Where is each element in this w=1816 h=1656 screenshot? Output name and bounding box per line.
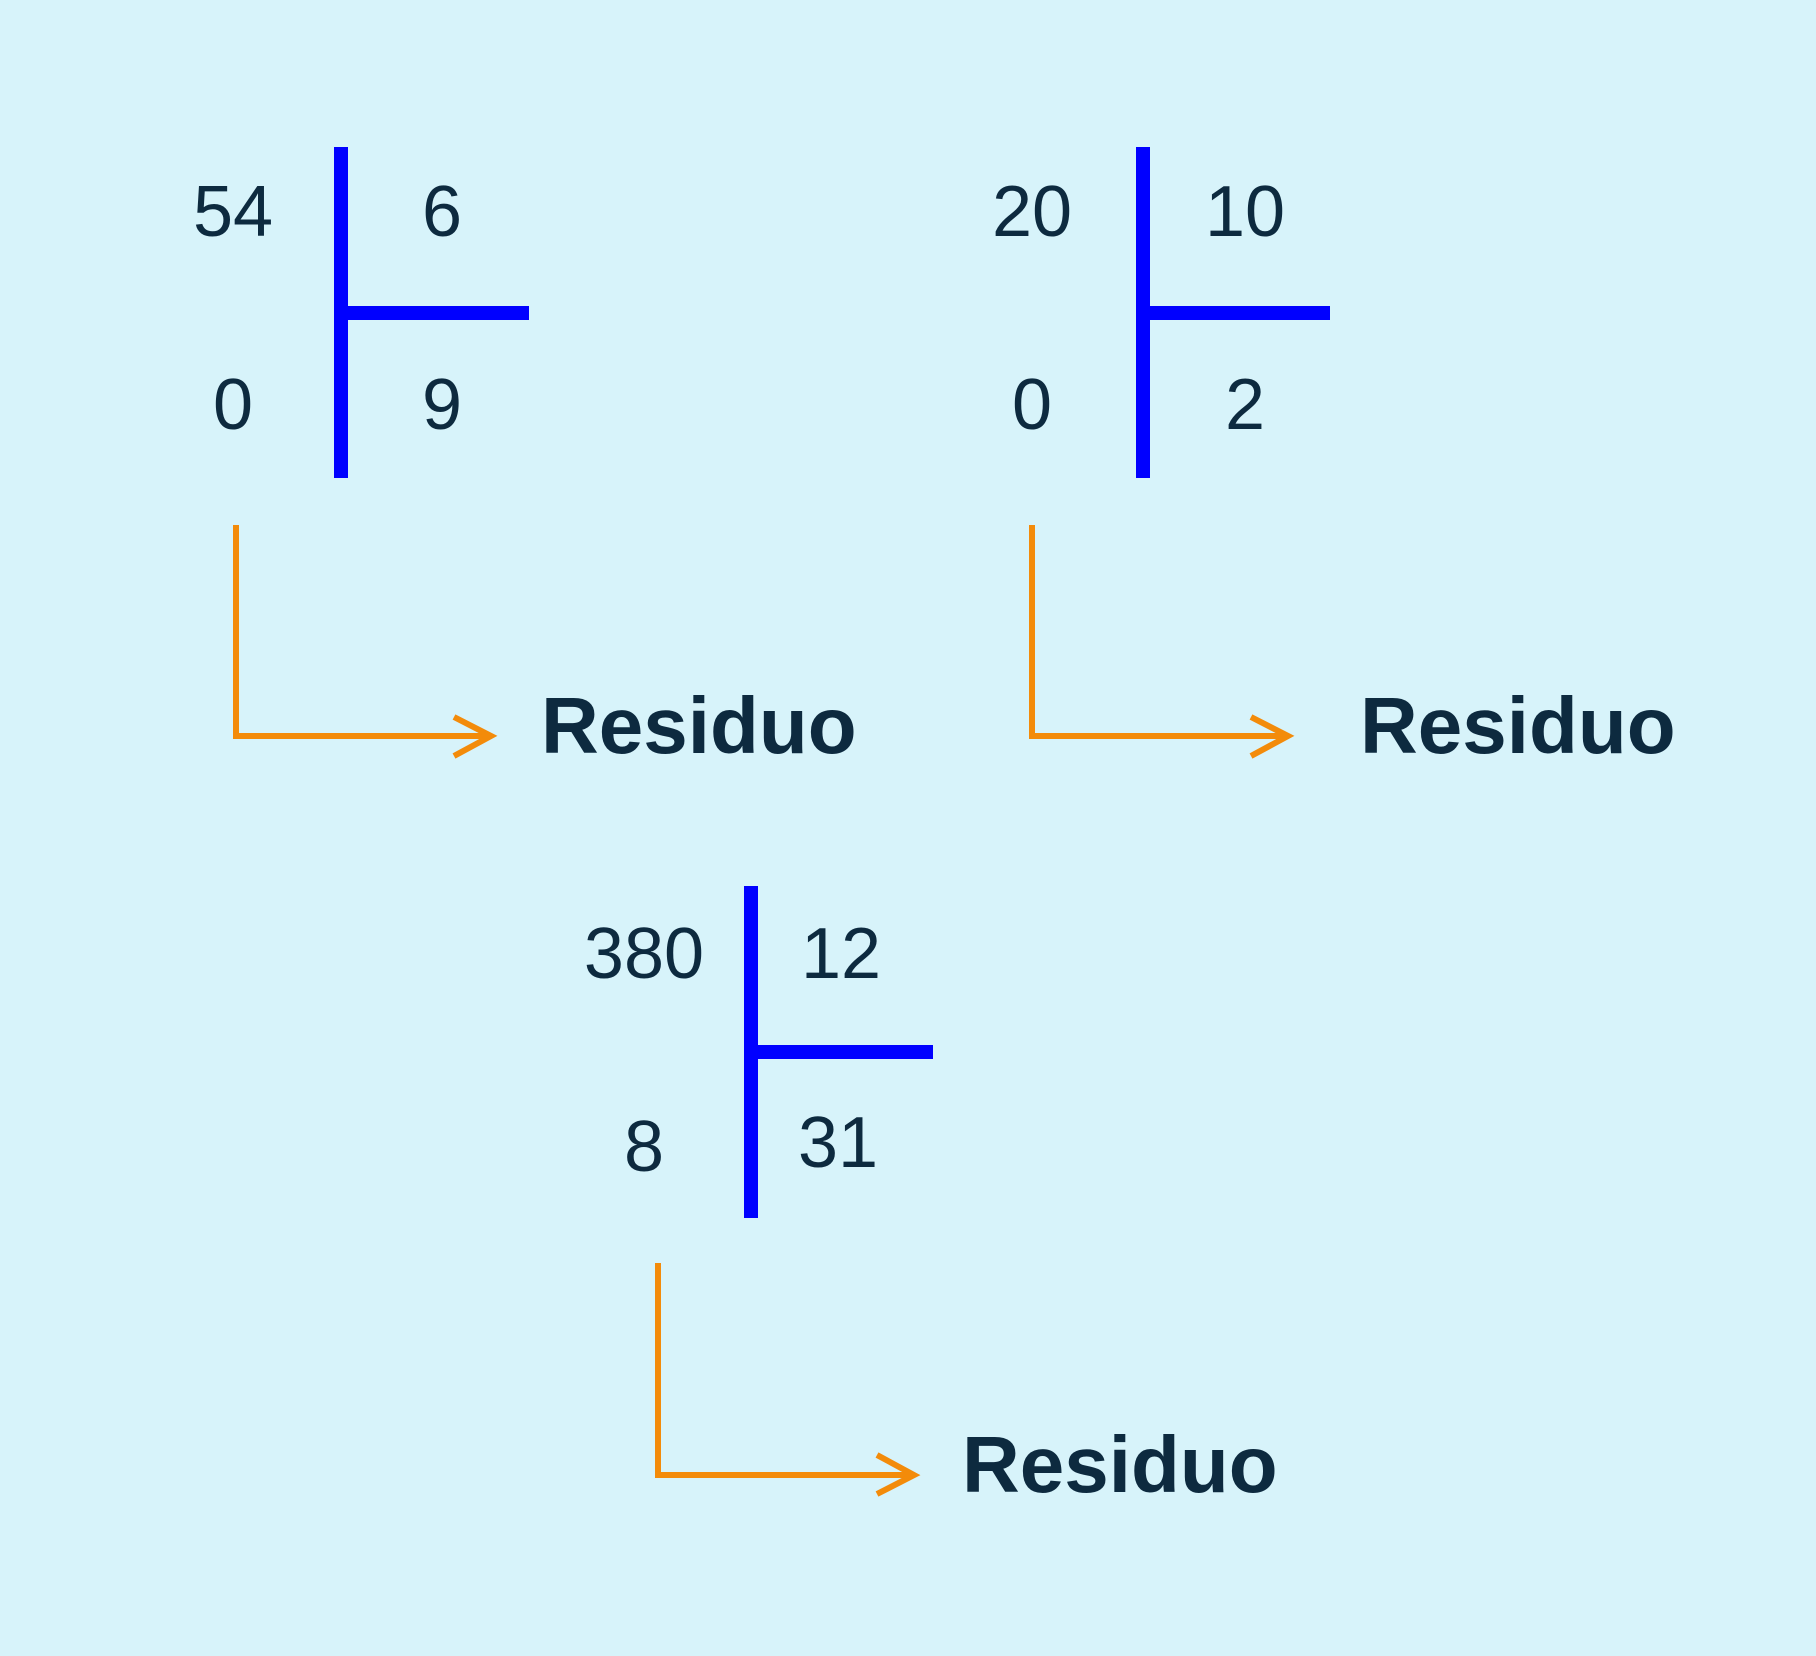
arrow-head: [452, 714, 498, 759]
arrow-line: [233, 525, 490, 739]
division-bracket-2: [1136, 147, 1330, 478]
division-bracket-1: [334, 147, 529, 478]
remainder: 8: [623, 1107, 665, 1187]
dividend: 20: [991, 172, 1073, 252]
quotient: 31: [797, 1103, 879, 1183]
arrow-head: [1249, 714, 1295, 759]
remainder-arrow-1: [233, 525, 498, 759]
quotient: 9: [421, 365, 463, 445]
remainder-arrow-2: [1029, 525, 1295, 759]
divisor: 12: [800, 914, 882, 994]
divisor: 10: [1204, 172, 1286, 252]
arrow-line: [655, 1263, 913, 1478]
remainder-label: Residuo: [962, 1420, 1278, 1509]
division-bracket-3: [744, 886, 933, 1218]
divisor: 6: [421, 172, 463, 252]
remainder-label: Residuo: [541, 681, 857, 770]
dividend: 54: [192, 172, 274, 252]
arrow-line: [1029, 525, 1287, 739]
dividend: 380: [583, 914, 705, 994]
remainder-arrow-3: [655, 1263, 921, 1497]
remainder-label: Residuo: [1360, 681, 1676, 770]
remainder: 0: [1011, 365, 1053, 445]
quotient: 2: [1224, 365, 1266, 445]
remainder: 0: [212, 365, 254, 445]
arrow-head: [875, 1452, 921, 1497]
